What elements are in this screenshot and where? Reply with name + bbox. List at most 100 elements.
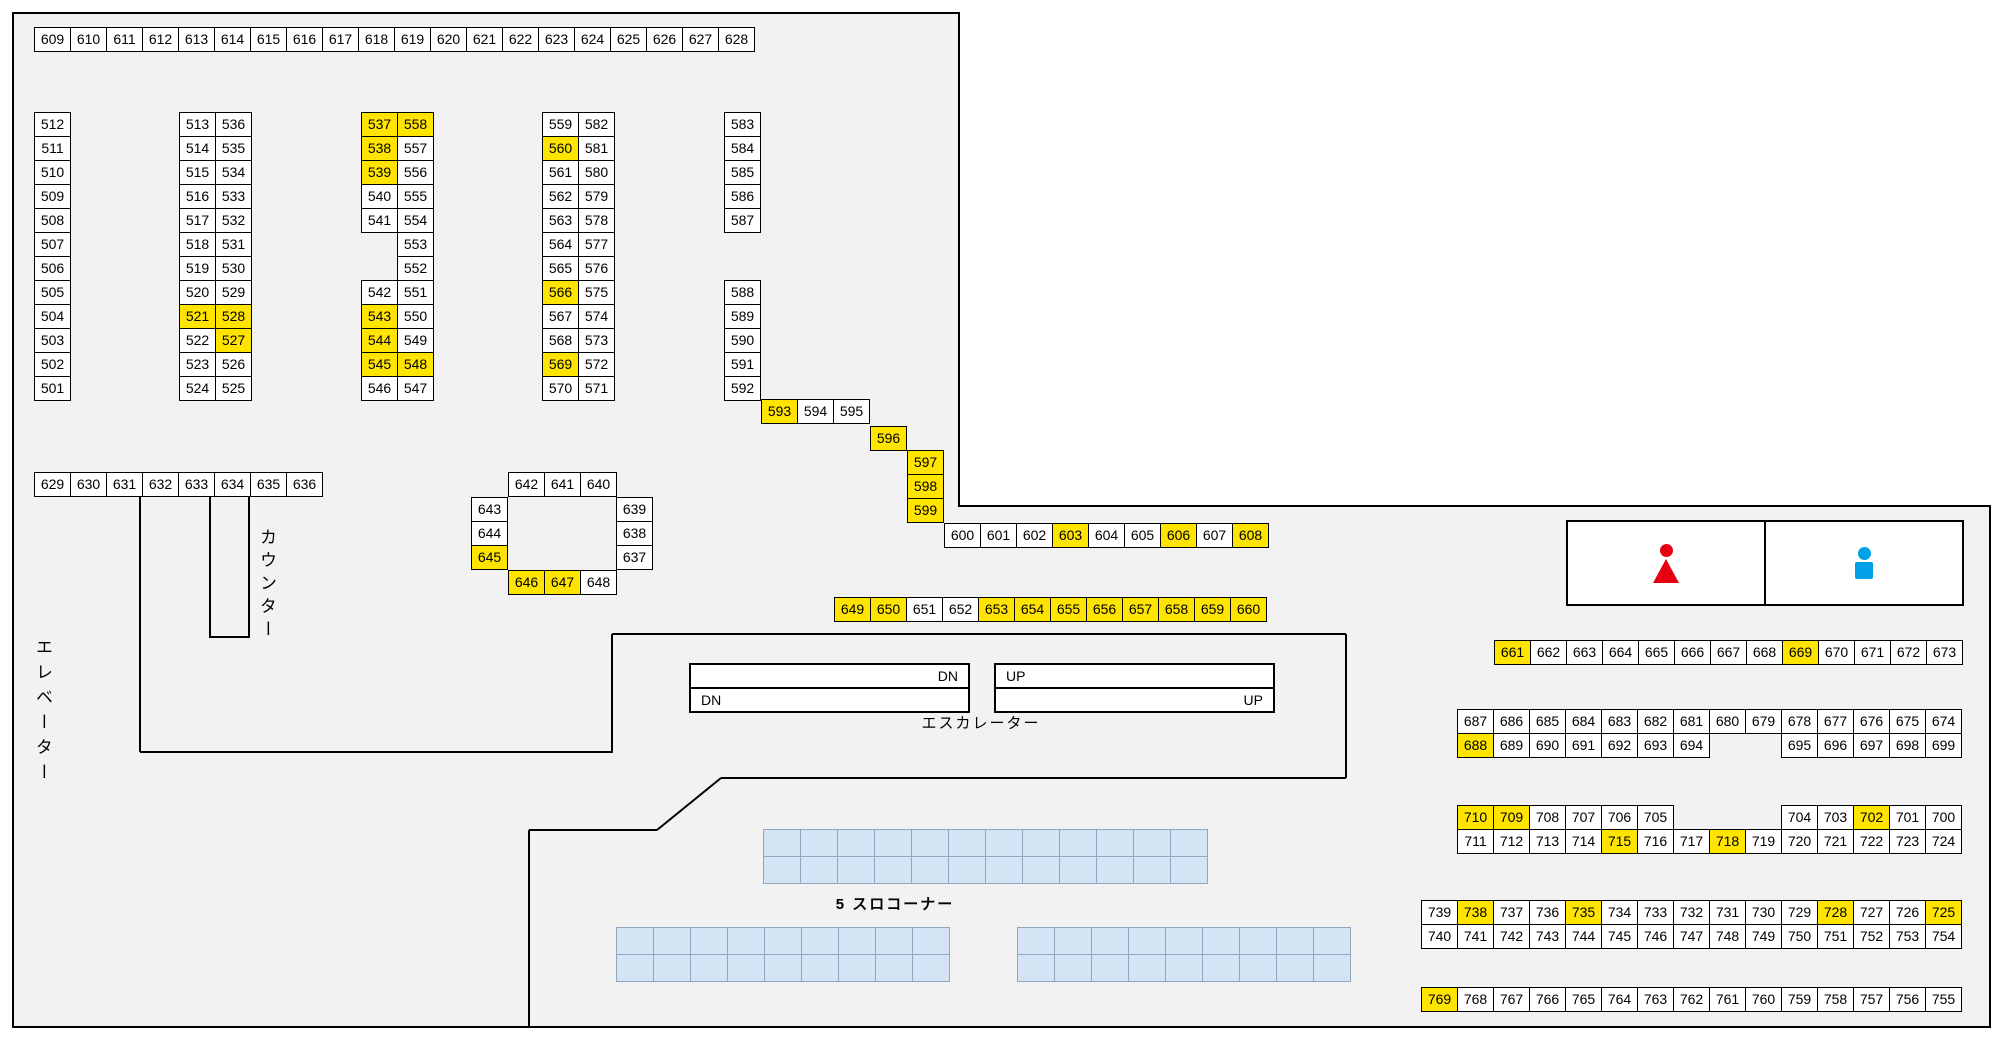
seat-535[interactable]: 535	[215, 136, 252, 161]
seat-543[interactable]: 543	[361, 304, 398, 329]
seat-567[interactable]: 567	[542, 304, 579, 329]
seat-507[interactable]: 507	[34, 232, 71, 257]
seat-528[interactable]: 528	[215, 304, 252, 329]
seat-760[interactable]: 760	[1745, 987, 1782, 1012]
seat-662[interactable]: 662	[1530, 640, 1567, 665]
seat-600[interactable]: 600	[944, 523, 981, 548]
seat-674[interactable]: 674	[1925, 709, 1962, 734]
seat-513[interactable]: 513	[179, 112, 216, 137]
seat-649[interactable]: 649	[834, 597, 871, 622]
seat-606[interactable]: 606	[1160, 523, 1197, 548]
seat-611[interactable]: 611	[106, 27, 143, 52]
seat-765[interactable]: 765	[1565, 987, 1602, 1012]
seat-612[interactable]: 612	[142, 27, 179, 52]
seat-703[interactable]: 703	[1817, 805, 1854, 830]
seat-739[interactable]: 739	[1421, 900, 1458, 925]
seat-566[interactable]: 566	[542, 280, 579, 305]
seat-524[interactable]: 524	[179, 376, 216, 401]
seat-597[interactable]: 597	[907, 450, 944, 475]
seat-757[interactable]: 757	[1853, 987, 1890, 1012]
seat-752[interactable]: 752	[1853, 924, 1890, 949]
seat-705[interactable]: 705	[1637, 805, 1674, 830]
seat-605[interactable]: 605	[1124, 523, 1161, 548]
seat-532[interactable]: 532	[215, 208, 252, 233]
seat-516[interactable]: 516	[179, 184, 216, 209]
seat-667[interactable]: 667	[1710, 640, 1747, 665]
seat-555[interactable]: 555	[397, 184, 434, 209]
seat-514[interactable]: 514	[179, 136, 216, 161]
seat-762[interactable]: 762	[1673, 987, 1710, 1012]
seat-583[interactable]: 583	[724, 112, 761, 137]
seat-643[interactable]: 643	[471, 497, 508, 522]
seat-620[interactable]: 620	[430, 27, 467, 52]
seat-645[interactable]: 645	[471, 545, 508, 570]
seat-697[interactable]: 697	[1853, 733, 1890, 758]
seat-676[interactable]: 676	[1853, 709, 1890, 734]
seat-502[interactable]: 502	[34, 352, 71, 377]
seat-743[interactable]: 743	[1529, 924, 1566, 949]
seat-737[interactable]: 737	[1493, 900, 1530, 925]
seat-756[interactable]: 756	[1889, 987, 1926, 1012]
seat-696[interactable]: 696	[1817, 733, 1854, 758]
seat-633[interactable]: 633	[178, 472, 215, 497]
seat-710[interactable]: 710	[1457, 805, 1494, 830]
seat-560[interactable]: 560	[542, 136, 579, 161]
seat-665[interactable]: 665	[1638, 640, 1675, 665]
seat-714[interactable]: 714	[1565, 829, 1602, 854]
seat-590[interactable]: 590	[724, 328, 761, 353]
seat-523[interactable]: 523	[179, 352, 216, 377]
seat-563[interactable]: 563	[542, 208, 579, 233]
seat-625[interactable]: 625	[610, 27, 647, 52]
seat-622[interactable]: 622	[502, 27, 539, 52]
seat-522[interactable]: 522	[179, 328, 216, 353]
seat-578[interactable]: 578	[578, 208, 615, 233]
seat-588[interactable]: 588	[724, 280, 761, 305]
seat-712[interactable]: 712	[1493, 829, 1530, 854]
seat-504[interactable]: 504	[34, 304, 71, 329]
seat-664[interactable]: 664	[1602, 640, 1639, 665]
seat-598[interactable]: 598	[907, 474, 944, 499]
seat-717[interactable]: 717	[1673, 829, 1710, 854]
seat-690[interactable]: 690	[1529, 733, 1566, 758]
seat-687[interactable]: 687	[1457, 709, 1494, 734]
seat-579[interactable]: 579	[578, 184, 615, 209]
seat-527[interactable]: 527	[215, 328, 252, 353]
seat-536[interactable]: 536	[215, 112, 252, 137]
seat-635[interactable]: 635	[250, 472, 287, 497]
seat-693[interactable]: 693	[1637, 733, 1674, 758]
seat-769[interactable]: 769	[1421, 987, 1458, 1012]
seat-735[interactable]: 735	[1565, 900, 1602, 925]
seat-727[interactable]: 727	[1853, 900, 1890, 925]
seat-680[interactable]: 680	[1709, 709, 1746, 734]
seat-580[interactable]: 580	[578, 160, 615, 185]
seat-754[interactable]: 754	[1925, 924, 1962, 949]
seat-511[interactable]: 511	[34, 136, 71, 161]
seat-584[interactable]: 584	[724, 136, 761, 161]
seat-520[interactable]: 520	[179, 280, 216, 305]
seat-699[interactable]: 699	[1925, 733, 1962, 758]
seat-628[interactable]: 628	[718, 27, 755, 52]
seat-521[interactable]: 521	[179, 304, 216, 329]
seat-753[interactable]: 753	[1889, 924, 1926, 949]
seat-759[interactable]: 759	[1781, 987, 1818, 1012]
seat-702[interactable]: 702	[1853, 805, 1890, 830]
seat-751[interactable]: 751	[1817, 924, 1854, 949]
seat-571[interactable]: 571	[578, 376, 615, 401]
seat-596[interactable]: 596	[870, 426, 907, 451]
seat-734[interactable]: 734	[1601, 900, 1638, 925]
seat-685[interactable]: 685	[1529, 709, 1566, 734]
seat-644[interactable]: 644	[471, 521, 508, 546]
seat-656[interactable]: 656	[1086, 597, 1123, 622]
seat-768[interactable]: 768	[1457, 987, 1494, 1012]
seat-542[interactable]: 542	[361, 280, 398, 305]
seat-652[interactable]: 652	[942, 597, 979, 622]
seat-719[interactable]: 719	[1745, 829, 1782, 854]
seat-607[interactable]: 607	[1196, 523, 1233, 548]
seat-549[interactable]: 549	[397, 328, 434, 353]
seat-614[interactable]: 614	[214, 27, 251, 52]
seat-746[interactable]: 746	[1637, 924, 1674, 949]
seat-557[interactable]: 557	[397, 136, 434, 161]
seat-673[interactable]: 673	[1926, 640, 1963, 665]
seat-593[interactable]: 593	[761, 399, 798, 424]
seat-569[interactable]: 569	[542, 352, 579, 377]
